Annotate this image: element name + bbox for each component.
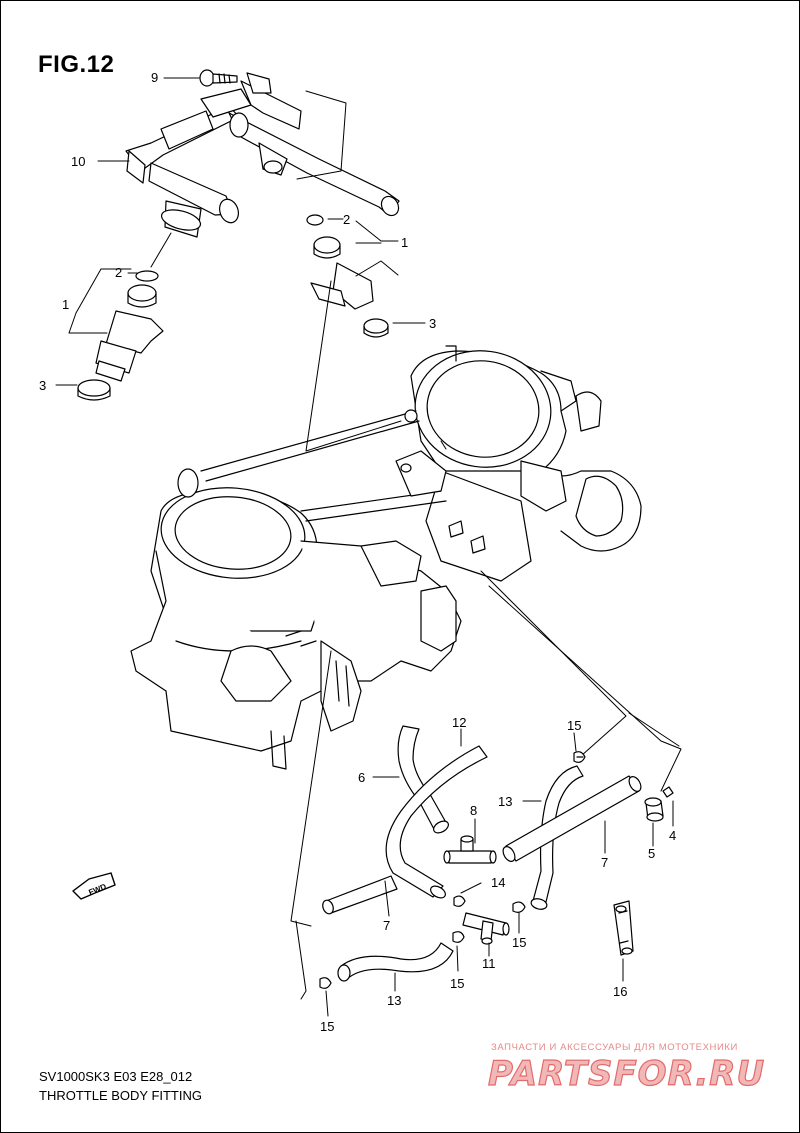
callout-15: 15 <box>450 976 464 991</box>
callout-numbers: 9 10 2 1 3 2 1 3 12 15 6 13 8 4 5 7 14 7… <box>39 70 676 1034</box>
callout-14: 14 <box>491 875 505 890</box>
callout-3: 3 <box>429 316 436 331</box>
forward-direction-arrow: FWD <box>72 872 116 900</box>
watermark-subtitle: ЗАПЧАСТИ И АКСЕССУАРЫ ДЛЯ МОТОТЕХНИКИ <box>491 1042 738 1053</box>
callout-15: 15 <box>512 935 526 950</box>
callout-12: 12 <box>452 715 466 730</box>
callout-11: 11 <box>482 956 496 971</box>
section-name: THROTTLE BODY FITTING <box>39 1088 202 1103</box>
callout-10: 10 <box>71 154 85 169</box>
leader-lines-lower <box>325 728 674 1017</box>
callout-2: 2 <box>115 265 122 280</box>
throttle-body <box>130 345 642 770</box>
callout-6: 6 <box>358 770 365 785</box>
assembly-pointer-lines <box>290 280 682 1000</box>
callout-1: 1 <box>62 297 69 312</box>
callout-5: 5 <box>648 846 655 861</box>
callout-7: 7 <box>601 855 608 870</box>
bolt-part <box>199 69 238 87</box>
right-injector <box>306 214 389 338</box>
callout-9: 9 <box>151 70 158 85</box>
callout-1: 1 <box>401 235 408 250</box>
left-injector <box>77 270 164 401</box>
callout-3: 3 <box>39 378 46 393</box>
callout-13: 13 <box>387 993 401 1008</box>
fuel-delivery-pipe <box>125 72 400 238</box>
figure-title: FIG.12 <box>38 51 115 78</box>
callout-13: 13 <box>498 794 512 809</box>
hose-fittings <box>319 725 674 989</box>
callout-4: 4 <box>669 828 676 843</box>
callout-16: 16 <box>613 984 627 999</box>
callout-2: 2 <box>343 212 350 227</box>
callout-8: 8 <box>470 803 477 818</box>
callout-15: 15 <box>567 718 581 733</box>
callout-7: 7 <box>383 918 390 933</box>
watermark-logo: PARTSFOR.RU <box>487 1053 766 1094</box>
leader-lines-upper <box>55 77 426 386</box>
callout-15: 15 <box>320 1019 334 1034</box>
model-code: SV1000SK3 E03 E28_012 <box>39 1069 193 1084</box>
